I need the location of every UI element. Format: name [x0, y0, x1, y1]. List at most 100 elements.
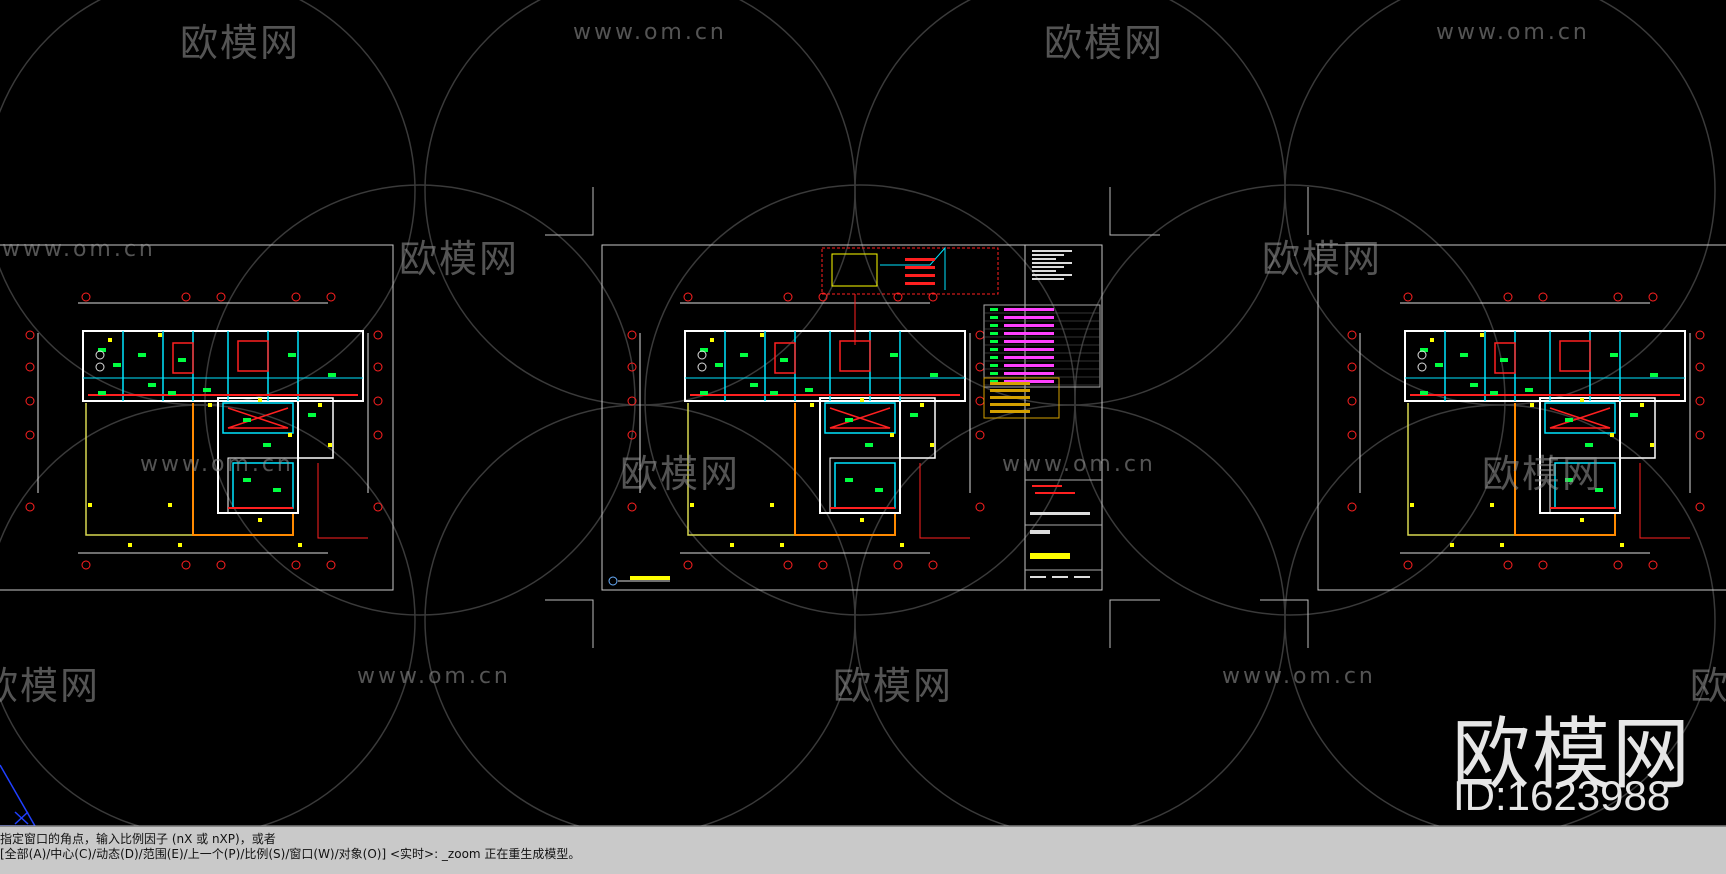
- floor-plan-right-part: [1490, 391, 1498, 395]
- floor-plan-center-part: [928, 560, 938, 570]
- title-block-text: [1032, 254, 1064, 256]
- floor-plan-left-part: [181, 292, 191, 302]
- watermark-circle: [1284, 0, 1716, 406]
- scale-label: [630, 576, 670, 580]
- legend-text-2: [990, 410, 1030, 413]
- floor-plan-right-part: [1695, 502, 1705, 512]
- floor-plan-center-part: [697, 350, 707, 360]
- floor-plan-center-part: [774, 342, 796, 374]
- floor-plan-right-part: [1559, 340, 1591, 372]
- floor-plan-center-part: [865, 443, 873, 447]
- floor-plan-left-part: [326, 292, 336, 302]
- detail-label: [905, 266, 935, 269]
- floor-plan-left-part: [25, 502, 35, 512]
- floor-plan-right-part: [1500, 543, 1504, 547]
- floor-plan-right-part: [1580, 398, 1584, 402]
- title-block-text: [1032, 266, 1064, 268]
- legend-text: [1004, 380, 1054, 383]
- legend-text: [1004, 340, 1054, 343]
- floor-plan-center-part: [794, 403, 896, 536]
- floor-plan-right-part: [1403, 292, 1413, 302]
- floor-plan-left-part: [263, 443, 271, 447]
- floor-plan-right-part: [1404, 330, 1686, 402]
- floor-plan-right-part: [1610, 353, 1618, 357]
- floor-plan-left-part: [227, 457, 299, 514]
- drawing-canvas[interactable]: 欧模网 www.om.cn 欧模网 www.om.cn www.om.cn 欧模…: [0, 0, 1726, 826]
- floor-plan-left-part: [181, 560, 191, 570]
- floor-plan-center-part: [760, 333, 764, 337]
- title-block-text: [1052, 576, 1068, 578]
- legend-text-2: [990, 389, 1030, 392]
- floor-plan-right-part: [1549, 407, 1611, 429]
- floor-plan-right-part: [1565, 478, 1573, 482]
- floor-plan-right-part: [1648, 292, 1658, 302]
- floor-plan-center-part: [930, 373, 938, 377]
- floor-plan-right-part: [1554, 462, 1616, 509]
- floor-plan-center-part: [715, 363, 723, 367]
- title-block-text: [1030, 512, 1090, 515]
- floor-plan-center-part: [875, 488, 883, 492]
- title-block-text: [1032, 250, 1072, 252]
- floor-plan-center-part: [893, 292, 903, 302]
- legend-symbol: [990, 356, 998, 359]
- legend-text: [1004, 364, 1054, 367]
- floor-plan-left-part: [227, 407, 289, 429]
- legend-symbol: [990, 340, 998, 343]
- floor-plan-right-part: [1470, 383, 1478, 387]
- floor-plan-left-part: [25, 430, 35, 440]
- floor-plan-left-part: [373, 396, 383, 406]
- watermark-circle: [1284, 404, 1716, 826]
- ucs-icon: [14, 811, 29, 825]
- legend-text: [1004, 348, 1054, 351]
- floor-plan-right-part: [1490, 503, 1494, 507]
- floor-plan-left-part: [178, 358, 186, 362]
- floor-plan-right-part: [1620, 543, 1624, 547]
- floor-plan-center-part: [975, 362, 985, 372]
- floor-plan-left-part: [258, 398, 262, 402]
- floor-plan-left-part: [168, 391, 176, 395]
- floor-plan-center-part: [860, 398, 864, 402]
- legend-text: [1004, 332, 1054, 335]
- floor-plan-left-part: [25, 396, 35, 406]
- floor-plan-center-part: [834, 462, 896, 509]
- floor-plan-center-part: [920, 403, 924, 407]
- legend-symbol: [990, 316, 998, 319]
- floor-plan-left-part: [98, 391, 106, 395]
- floor-plan-left-part: [328, 443, 332, 447]
- floor-plan-left-part: [158, 333, 162, 337]
- floor-plan-right-part: [1514, 403, 1616, 536]
- sheet-frame-right: [1317, 244, 1726, 591]
- floor-plan-left-part: [203, 388, 211, 392]
- floor-plan-left-part: [108, 338, 112, 342]
- floor-plan-left-part: [172, 342, 194, 374]
- floor-plan-center-part: [819, 397, 901, 514]
- detail-label: [905, 282, 935, 285]
- floor-plan-left-part: [95, 362, 105, 372]
- floor-plan-right-part: [1539, 397, 1621, 514]
- floor-plan-left-part: [222, 402, 294, 434]
- floor-plan-right-part: [1347, 430, 1357, 440]
- title-block-text: [1032, 258, 1056, 260]
- crop-mark: [1109, 187, 1160, 236]
- floor-plan-center-part: [783, 292, 793, 302]
- command-line[interactable]: 指定窗口的角点，输入比例因子 (nX 或 nXP)，或者 [全部(A)/中心(C…: [0, 826, 1726, 874]
- title-block-text: [1032, 270, 1056, 272]
- floor-plan-left-part: [88, 503, 92, 507]
- floor-plan-center-part: [627, 362, 637, 372]
- floor-plan-right-part: [1530, 403, 1534, 407]
- floor-plan-right-part: [1580, 518, 1584, 522]
- floor-plan-right-part: [1460, 353, 1468, 357]
- floor-plan-right-part: [1585, 443, 1593, 447]
- cad-viewport[interactable]: [0, 0, 1726, 826]
- floor-plan-left-part: [128, 543, 132, 547]
- floor-plan-left-part: [25, 362, 35, 372]
- floor-plan-left-part: [216, 292, 226, 302]
- legend-text: [1004, 372, 1054, 375]
- floor-plan-center-part: [750, 383, 758, 387]
- floor-plan-center-part: [975, 502, 985, 512]
- floor-plan-right-part: [1538, 292, 1548, 302]
- floor-plan-left-part: [217, 397, 299, 514]
- floor-plan-center-part: [700, 348, 708, 352]
- floor-plan-left-part: [373, 330, 383, 340]
- floor-plan-center-part: [890, 353, 898, 357]
